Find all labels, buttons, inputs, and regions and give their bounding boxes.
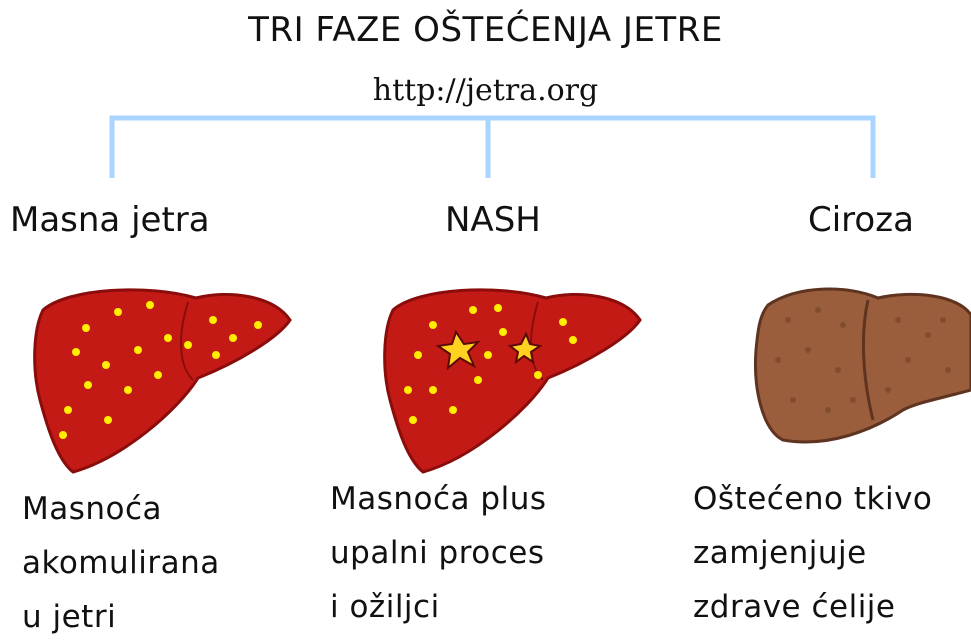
- description-line: zamjenjuje: [693, 535, 867, 571]
- stage-description-cirrhosis: Oštećeno tkivo zamjenjuje zdrave ćelije: [693, 472, 932, 634]
- connector-bracket: [109, 115, 876, 178]
- stage-label-nash: NASH: [445, 200, 541, 240]
- description-line: upalni proces: [330, 535, 545, 571]
- description-line: zdrave ćelije: [693, 589, 896, 625]
- description-line: Masnoća plus: [330, 481, 547, 517]
- description-line: u jetri: [22, 599, 117, 635]
- stage-label-fatty-liver: Masna jetra: [10, 200, 210, 240]
- nash-liver-illustration: [383, 288, 642, 474]
- diagram-title: TRI FAZE OŠTEĆENJA JETRE: [248, 10, 723, 50]
- stage-label-cirrhosis: Ciroza: [808, 200, 914, 240]
- description-line: i ožiljci: [330, 589, 440, 625]
- cirrhosis-liver-illustration: [754, 287, 971, 444]
- source-url: http://jetra.org: [372, 73, 599, 108]
- description-line: akomulirana: [22, 545, 220, 581]
- fatty-liver-illustration: [33, 288, 292, 474]
- stage-description-nash: Masnoća plus upalni proces i ožiljci: [330, 472, 547, 634]
- description-line: Masnoća: [22, 491, 163, 527]
- stage-description-fatty-liver: Masnoća akomulirana u jetri: [22, 482, 220, 644]
- description-line: Oštećeno tkivo: [693, 481, 933, 517]
